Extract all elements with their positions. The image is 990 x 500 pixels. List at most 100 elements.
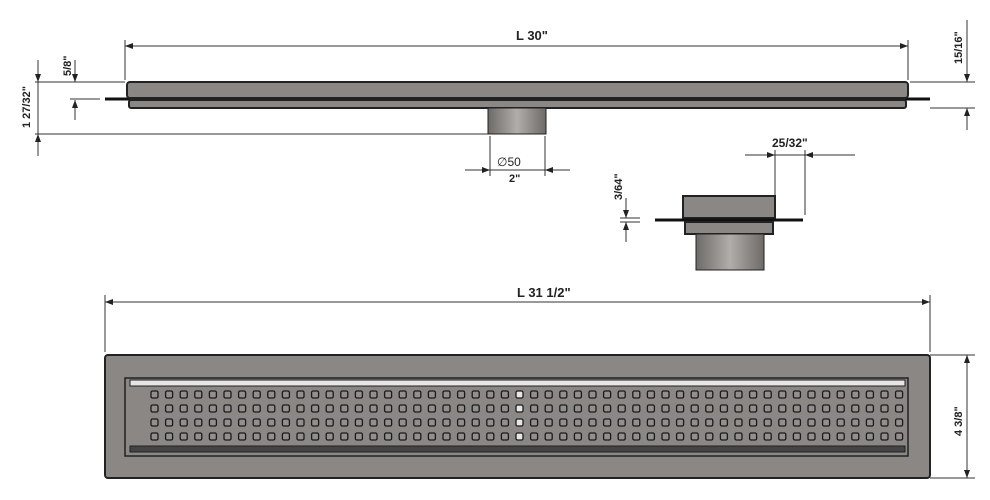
grate-hole (413, 390, 422, 399)
grate-hole (194, 404, 203, 413)
grate-hole (719, 418, 729, 427)
grate-hole (792, 432, 802, 441)
grate-hole (252, 390, 261, 399)
grate-hole (865, 390, 875, 399)
grate-hole (486, 432, 495, 441)
grate-hole (442, 418, 451, 427)
grate-hole (851, 432, 860, 441)
grate-hole (690, 432, 699, 441)
grate-hole (748, 404, 758, 413)
grate-hole (719, 432, 729, 441)
grate-hole (267, 432, 276, 441)
grate-hole (164, 404, 174, 413)
grate-hole (413, 432, 422, 441)
grate-hole (675, 432, 685, 441)
grate-hole (486, 418, 495, 427)
grate-hole (529, 418, 539, 427)
grate-hole (865, 432, 875, 441)
grate-hole (632, 432, 641, 441)
grate-hole (179, 404, 188, 413)
grate-hole (763, 432, 772, 441)
grate-hole (427, 432, 437, 441)
grate-hole (778, 432, 787, 441)
grate-hole (471, 404, 480, 413)
bottom-length-label: L 31 1/2" (517, 285, 571, 300)
grate-hole (208, 418, 218, 427)
grate-hole (821, 404, 831, 413)
grate-hole (208, 390, 218, 399)
grate-hole (544, 418, 553, 427)
grate-hole (267, 404, 276, 413)
grate-hole (821, 390, 831, 399)
grate-hole (252, 432, 261, 441)
grate-hole (383, 418, 393, 427)
grate-hole (821, 418, 831, 427)
grate-hole (573, 404, 583, 413)
grate-hole (792, 404, 802, 413)
grate-hole (544, 432, 553, 441)
grate-hole (836, 404, 845, 413)
grate-hole (354, 432, 364, 441)
grate-hole (442, 432, 451, 441)
grate-hole (427, 404, 437, 413)
grate-hole (705, 418, 714, 427)
grate-hole (500, 418, 510, 427)
grate-hole (515, 418, 524, 427)
grate-hole (632, 390, 641, 399)
grate-hole (354, 390, 364, 399)
grate-hole (208, 404, 218, 413)
grate-hole (398, 404, 407, 413)
grate-hole (150, 418, 159, 427)
grate-hole (880, 432, 889, 441)
grate-hole (836, 390, 845, 399)
grate-hole (296, 432, 305, 441)
grate-plan-view (104, 354, 931, 479)
grate-hole (310, 432, 320, 441)
grate-hole (281, 390, 291, 399)
grate-hole (632, 404, 641, 413)
grate-hole (602, 432, 612, 441)
grate-hole (559, 432, 568, 441)
grate-hole (529, 390, 539, 399)
grate-hole (894, 418, 904, 427)
grate-hole (456, 418, 466, 427)
grate-hole (836, 432, 845, 441)
grate-hole (588, 390, 597, 399)
grate-hole (851, 404, 860, 413)
grate-hole (281, 432, 291, 441)
grate-hole (442, 404, 451, 413)
grate-hole (851, 390, 860, 399)
grate-hole (398, 432, 407, 441)
grate-hole (529, 432, 539, 441)
grate-hole (179, 432, 188, 441)
grate-hole (675, 418, 685, 427)
grate-hole (734, 404, 743, 413)
grate-hole (705, 432, 714, 441)
grate-hole (880, 418, 889, 427)
grate-hole (325, 390, 334, 399)
grate-hole (354, 404, 364, 413)
outlet-diameter-label: ∅50 (497, 155, 521, 169)
grate-hole (515, 404, 524, 413)
grate-hole (340, 404, 349, 413)
grate-hole (559, 404, 568, 413)
grate-hole (602, 404, 612, 413)
grate-hole (851, 418, 860, 427)
grate-hole (807, 404, 816, 413)
dimension-labels: L 30" L 31 1/2" ∅50 2" 25/32" 1 27/32" 5… (21, 28, 965, 436)
grate-hole (369, 404, 378, 413)
grate-hole (252, 404, 261, 413)
grate-hole (340, 418, 349, 427)
grate-hole (252, 418, 261, 427)
grate-hole (734, 418, 743, 427)
grate-hole (398, 418, 407, 427)
grate-hole (340, 432, 349, 441)
grate-hole (763, 404, 772, 413)
grate-hole (354, 418, 364, 427)
grate-hole (675, 390, 685, 399)
grate-hole (792, 418, 802, 427)
grate-hole (661, 404, 670, 413)
grate-hole (456, 404, 466, 413)
grate-hole (588, 418, 597, 427)
grate-hole (223, 390, 232, 399)
